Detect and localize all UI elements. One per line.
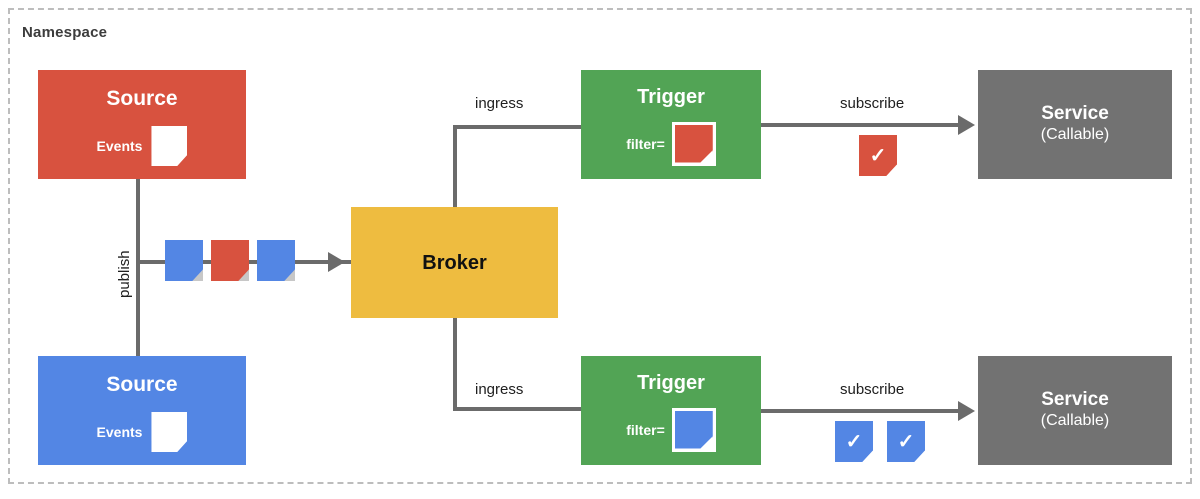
delivered-cards-bottom: ✓ ✓	[835, 421, 925, 462]
trigger-node-bottom[interactable]: Trigger filter=	[581, 356, 761, 465]
delivered-card-fold	[914, 450, 925, 462]
broker-to-bottom-trigger-vertical	[453, 316, 457, 411]
source-events-label: Events	[96, 138, 143, 155]
event-card	[257, 240, 295, 281]
delivered-event-card: ✓	[859, 135, 897, 176]
trigger-title: Trigger	[637, 371, 705, 394]
event-card	[165, 240, 203, 281]
delivered-card-fold	[862, 450, 873, 462]
delivered-cards-top: ✓	[859, 135, 897, 176]
bottom-subscribe-arrowhead	[958, 401, 975, 421]
service-subtitle: (Callable)	[1040, 412, 1110, 430]
delivered-card-body	[835, 421, 873, 462]
event-stream-group	[165, 240, 295, 281]
source-events-row: Events	[96, 126, 188, 167]
event-card-fold	[192, 269, 203, 281]
ingress-top-label: ingress	[475, 95, 524, 112]
broker-to-top-trigger-horizontal	[453, 125, 583, 129]
service-subtitle: (Callable)	[1040, 126, 1110, 144]
trigger-filter-row: filter=	[626, 121, 716, 166]
delivered-event-card: ✓	[887, 421, 925, 462]
trigger-filter-label: filter=	[626, 135, 665, 152]
namespace-label: Namespace	[22, 24, 108, 41]
event-card	[151, 412, 188, 453]
event-card-fold	[238, 269, 249, 281]
publish-label: publish	[116, 250, 133, 298]
event-card-fold	[177, 440, 188, 453]
event-card-body	[151, 126, 188, 167]
trigger-node-top[interactable]: Trigger filter=	[581, 70, 761, 179]
event-card-fold	[177, 154, 188, 167]
source-title: Source	[106, 372, 178, 396]
filter-card	[671, 121, 716, 166]
filter-card-body	[674, 124, 713, 163]
delivered-card-fold	[886, 164, 897, 176]
source-events-row: Events	[96, 412, 188, 453]
source-node-blue[interactable]: Source Events	[38, 356, 246, 465]
service-node-top[interactable]: Service (Callable)	[978, 70, 1172, 179]
source-title: Source	[106, 86, 178, 110]
service-title: Service	[1041, 103, 1109, 125]
broker-to-bottom-trigger-horizontal	[453, 407, 583, 411]
namespace-container	[8, 8, 1192, 484]
service-node-bottom[interactable]: Service (Callable)	[978, 356, 1172, 465]
filter-card-body	[674, 410, 713, 449]
broker-title: Broker	[422, 251, 487, 274]
event-card	[151, 126, 188, 167]
bottom-subscribe-line	[760, 409, 965, 413]
check-icon: ✓	[869, 144, 887, 167]
publish-vertical-line	[136, 178, 140, 356]
ingress-bottom-label: ingress	[475, 381, 524, 398]
broker-to-top-trigger-vertical	[453, 125, 457, 209]
delivered-event-card: ✓	[835, 421, 873, 462]
trigger-title: Trigger	[637, 85, 705, 108]
delivered-card-body	[859, 135, 897, 176]
delivered-card-body	[887, 421, 925, 462]
publish-arrowhead	[328, 252, 345, 272]
event-card-body	[165, 240, 203, 281]
subscribe-top-label: subscribe	[840, 95, 905, 112]
check-icon: ✓	[897, 430, 915, 453]
filter-card	[671, 407, 716, 452]
event-card-body	[211, 240, 249, 281]
event-card-body	[257, 240, 295, 281]
subscribe-bottom-label: subscribe	[840, 381, 905, 398]
check-icon: ✓	[845, 430, 863, 453]
event-card-body	[151, 412, 188, 453]
top-subscribe-line	[760, 123, 965, 127]
service-title: Service	[1041, 389, 1109, 411]
trigger-filter-row: filter=	[626, 407, 716, 452]
source-node-red[interactable]: Source Events	[38, 70, 246, 179]
top-subscribe-arrowhead	[958, 115, 975, 135]
source-events-label: Events	[96, 424, 143, 441]
event-card-fold	[284, 269, 295, 281]
broker-node[interactable]: Broker	[351, 207, 558, 318]
trigger-filter-label: filter=	[626, 421, 665, 438]
event-card	[211, 240, 249, 281]
